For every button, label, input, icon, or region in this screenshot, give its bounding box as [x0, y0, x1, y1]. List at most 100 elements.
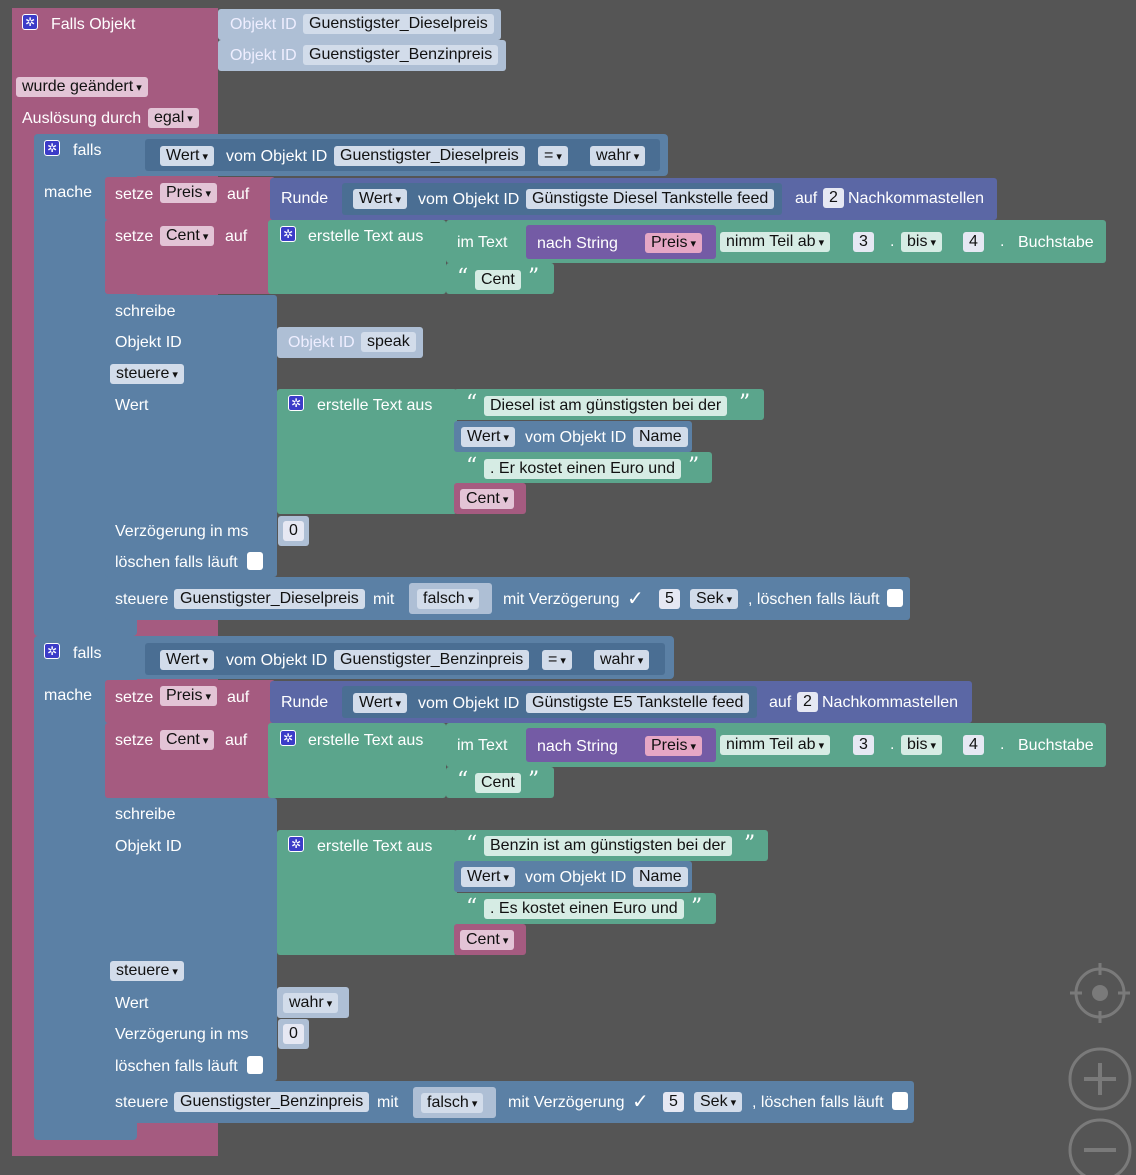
ctrl-id-2[interactable]: Guenstigster_Benzinpreis — [174, 1092, 370, 1112]
quote-close: ” — [528, 768, 540, 793]
sek-dropdown[interactable]: Sek — [694, 1092, 743, 1112]
to-2[interactable]: 4 — [963, 735, 984, 755]
wert-label: Wert — [115, 397, 149, 414]
cond-id-1[interactable]: Guenstigster_Dieselpreis — [334, 146, 525, 166]
sek-dropdown[interactable]: Sek — [690, 589, 739, 609]
verzoegerung-label: Verzögerung in ms — [115, 523, 249, 540]
from-2[interactable]: 3 — [853, 735, 874, 755]
schreibe-label: schreibe — [115, 303, 176, 320]
substring-dropdown[interactable]: nimm Teil ab — [720, 232, 831, 252]
create-text-block-2[interactable] — [277, 389, 457, 514]
vom-objekt-label: vom Objekt ID — [418, 695, 520, 712]
nachkommastellen-label: Nachkommastellen — [848, 190, 985, 207]
cent-text-2[interactable]: Cent — [475, 773, 521, 793]
delay-checkbox[interactable]: ✓ — [627, 588, 644, 610]
vom-objekt-label: vom Objekt ID — [418, 191, 520, 208]
create-text-block-1[interactable] — [268, 220, 446, 294]
wert-dropdown[interactable]: Wert — [353, 189, 408, 209]
mache-label: mache — [44, 687, 93, 704]
cent-text-1[interactable]: Cent — [475, 270, 521, 290]
delay-2[interactable]: 0 — [283, 1024, 304, 1044]
ctrl-value-1[interactable]: falsch — [417, 589, 480, 609]
cond-value-1[interactable]: wahr — [590, 146, 646, 166]
gear-icon[interactable]: ✲ — [44, 140, 60, 156]
var-cent-2[interactable]: Cent — [160, 730, 215, 750]
write-id-1[interactable]: speak — [361, 332, 416, 352]
trigger-id-1[interactable]: Guenstigster_Dieselpreis — [303, 14, 494, 34]
bis-dropdown[interactable]: bis — [901, 735, 943, 755]
write-value-2[interactable]: wahr — [283, 993, 339, 1013]
gear-icon[interactable]: ✲ — [44, 643, 60, 659]
gear-icon[interactable]: ✲ — [280, 730, 296, 746]
var-preis-2[interactable]: Preis — [160, 686, 218, 706]
quote-close: ” — [744, 832, 756, 857]
mache-label: mache — [44, 184, 93, 201]
bis-dropdown[interactable]: bis — [901, 232, 943, 252]
var-preis-1[interactable]: Preis — [160, 183, 218, 203]
text1-1[interactable]: Diesel ist am günstigsten bei der — [484, 396, 728, 416]
text1-2[interactable]: Benzin ist am günstigsten bei der — [484, 836, 732, 856]
create-text-block-4[interactable] — [277, 830, 457, 955]
loeschen-label: , löschen falls läuft — [752, 1094, 884, 1111]
trigger-by-dropdown[interactable]: egal — [148, 108, 199, 128]
wert-dropdown[interactable]: Wert — [461, 427, 516, 447]
delay-1[interactable]: 0 — [283, 521, 304, 541]
write-block-2[interactable] — [105, 798, 277, 1081]
name-id-1[interactable]: Name — [633, 427, 688, 447]
from-1[interactable]: 3 — [853, 232, 874, 252]
wert-dropdown[interactable]: Wert — [353, 693, 408, 713]
steuere-dropdown[interactable]: steuere — [110, 364, 184, 384]
zoom-in-icon[interactable] — [1068, 1047, 1132, 1111]
quote-open: “ — [466, 454, 478, 479]
var-cent-1[interactable]: Cent — [160, 226, 215, 246]
sec-2[interactable]: 5 — [663, 1092, 684, 1112]
ctrl-id-1[interactable]: Guenstigster_Dieselpreis — [174, 589, 365, 609]
text2-1[interactable]: . Er kostet einen Euro und — [484, 459, 681, 479]
sec-1[interactable]: 5 — [659, 589, 680, 609]
clear-checkbox[interactable] — [892, 1092, 908, 1110]
trigger-id-2[interactable]: Guenstigster_Benzinpreis — [303, 45, 499, 65]
cond-id-2[interactable]: Guenstigster_Benzinpreis — [334, 650, 530, 670]
clear-checkbox[interactable] — [247, 552, 263, 570]
delay-checkbox[interactable]: ✓ — [632, 1091, 649, 1113]
gear-icon[interactable]: ✲ — [22, 14, 38, 30]
ctrl-value-2[interactable]: falsch — [421, 1093, 484, 1113]
buchstabe-label: Buchstabe — [1018, 234, 1094, 251]
eq-dropdown[interactable]: = — [538, 146, 568, 166]
gear-icon[interactable]: ✲ — [288, 836, 304, 852]
clear-checkbox[interactable] — [887, 589, 903, 607]
steuere-dropdown[interactable]: steuere — [110, 961, 184, 981]
cent-var-2[interactable]: Cent — [460, 930, 515, 950]
eq-dropdown[interactable]: = — [542, 650, 572, 670]
cent-var-1[interactable]: Cent — [460, 489, 515, 509]
target-icon[interactable] — [1068, 961, 1132, 1025]
dot-label: . — [890, 233, 895, 250]
digits-1[interactable]: 2 — [823, 188, 844, 208]
wert-dropdown[interactable]: Wert — [461, 867, 516, 887]
zoom-out-icon[interactable] — [1068, 1118, 1132, 1175]
substring-dropdown[interactable]: nimm Teil ab — [720, 735, 831, 755]
to-1[interactable]: 4 — [963, 232, 984, 252]
schreibe-label: schreibe — [115, 806, 176, 823]
write-block-1[interactable] — [105, 295, 277, 577]
changed-dropdown[interactable]: wurde geändert — [16, 77, 148, 97]
text2-2[interactable]: . Es kostet einen Euro und — [484, 899, 684, 919]
create-text-block-3[interactable] — [268, 723, 446, 798]
loeschen-label: , löschen falls läuft — [748, 591, 880, 608]
gear-icon[interactable]: ✲ — [288, 395, 304, 411]
gear-icon[interactable]: ✲ — [280, 226, 296, 242]
wert-dropdown[interactable]: Wert — [160, 146, 215, 166]
wert-dropdown[interactable]: Wert — [160, 650, 215, 670]
var-preis-ref[interactable]: Preis — [645, 233, 703, 253]
name-id-2[interactable]: Name — [633, 867, 688, 887]
mit-label: mit — [373, 591, 395, 608]
quote-open: “ — [466, 391, 478, 416]
round-id-2[interactable]: Günstigste E5 Tankstelle feed — [526, 693, 750, 713]
clear-checkbox[interactable] — [247, 1056, 263, 1074]
objekt-id-label: Objekt ID — [115, 334, 182, 351]
quote-open: “ — [457, 265, 469, 290]
round-id-1[interactable]: Günstigste Diesel Tankstelle feed — [526, 189, 775, 209]
cond-value-2[interactable]: wahr — [594, 650, 650, 670]
var-preis-ref[interactable]: Preis — [645, 736, 703, 756]
digits-2[interactable]: 2 — [797, 692, 818, 712]
